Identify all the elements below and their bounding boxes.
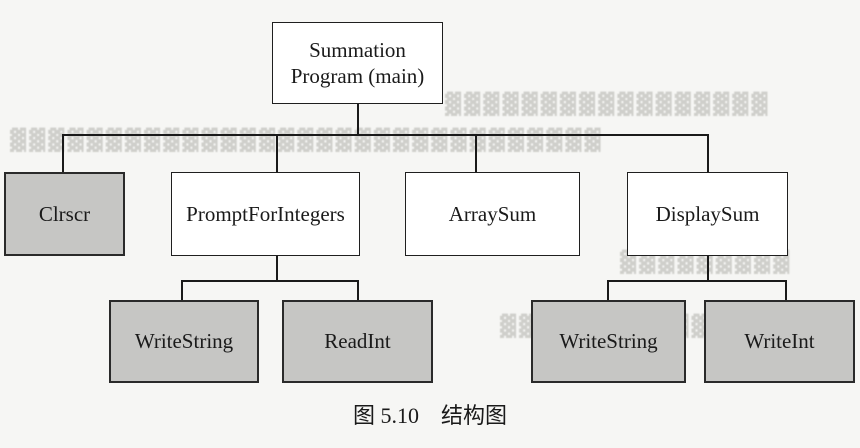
connector-to-arraysum bbox=[475, 134, 477, 172]
connector-displaysum-down bbox=[707, 256, 709, 281]
node-writestring-1: WriteString bbox=[109, 300, 259, 383]
connector-to-writestring-1 bbox=[181, 280, 183, 300]
node-clrscr-label: Clrscr bbox=[38, 201, 91, 226]
connector-to-writeint bbox=[785, 280, 787, 300]
node-writestring-1-label: WriteString bbox=[134, 329, 234, 354]
node-readint: ReadInt bbox=[282, 300, 433, 383]
node-promptforintegers: PromptForIntegers bbox=[171, 172, 360, 256]
connector-displaysum-bus bbox=[607, 280, 787, 282]
root-node-label-line1: Summation bbox=[309, 37, 406, 62]
connector-root-down bbox=[357, 104, 359, 135]
bleed-through-text-2: ▓▓▓▓▓▓▓▓▓▓▓▓▓▓▓▓▓▓▓▓▓▓▓▓▓▓▓▓▓▓▓ bbox=[10, 128, 604, 152]
connector-prompt-down bbox=[276, 256, 278, 281]
node-readint-label: ReadInt bbox=[324, 329, 391, 354]
node-arraysum-label: ArraySum bbox=[448, 201, 537, 226]
node-writeint-label: WriteInt bbox=[744, 329, 815, 354]
node-arraysum: ArraySum bbox=[405, 172, 580, 256]
connector-prompt-bus bbox=[181, 280, 359, 282]
node-promptforintegers-label: PromptForIntegers bbox=[186, 201, 345, 226]
connector-to-readint bbox=[357, 280, 359, 300]
connector-to-promptforintegers bbox=[276, 134, 278, 172]
figure-caption: 图 5.10 结构图 bbox=[352, 403, 507, 428]
connector-to-displaysum bbox=[707, 134, 709, 172]
connector-level1-bus bbox=[62, 134, 709, 136]
root-node-label-line2: Program (main) bbox=[290, 64, 425, 88]
node-displaysum-label: DisplaySum bbox=[655, 201, 760, 226]
bleed-through-text-1: ▓▓▓▓▓▓▓▓▓▓▓▓▓▓▓▓▓ bbox=[445, 92, 771, 116]
connector-to-writestring-2 bbox=[607, 280, 609, 300]
node-displaysum: DisplaySum bbox=[627, 172, 788, 256]
connector-to-clrscr bbox=[62, 134, 64, 172]
root-node-summation-program: Summation Program (main) bbox=[272, 22, 443, 104]
node-writestring-2: WriteString bbox=[531, 300, 686, 383]
node-clrscr: Clrscr bbox=[4, 172, 125, 256]
node-writestring-2-label: WriteString bbox=[559, 329, 658, 354]
node-writeint: WriteInt bbox=[704, 300, 855, 383]
